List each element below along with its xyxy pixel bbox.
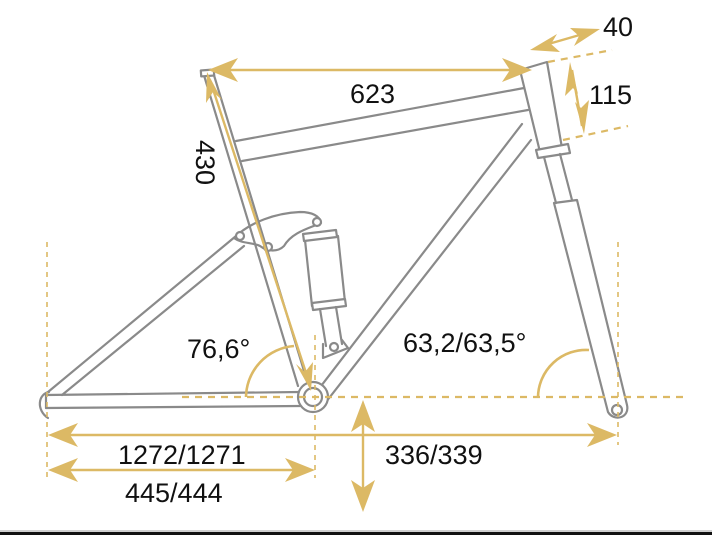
fork-leg: [552, 198, 629, 419]
rear-shock-shaft: [318, 305, 344, 348]
guide-lines: [46, 48, 685, 478]
headset-cup: [534, 142, 572, 160]
dim-bb-height: [351, 400, 375, 512]
front-axle: [610, 403, 624, 417]
head-tube-bottom-guide: [562, 124, 629, 142]
bike-frame: [38, 60, 629, 420]
bottom-rule: [0, 532, 712, 535]
head-tube: [518, 60, 564, 154]
seat-angle-arc: [244, 344, 295, 398]
seatstay: [46, 234, 246, 397]
top-tube: [234, 86, 530, 163]
top-tube-label: 623: [350, 79, 395, 109]
dim-head-tube-length: [565, 62, 589, 134]
dim-head-tube-width: [530, 28, 600, 52]
head-tube-width-label: 40: [603, 12, 633, 42]
bottom-rule-shadow: [0, 530, 712, 532]
rear-shock-body: [303, 234, 347, 308]
dim-chainstay: [48, 458, 315, 482]
seat-angle-label: 76,6°: [187, 334, 250, 364]
dim-top-tube: [208, 58, 532, 82]
head-tube-top-guide: [547, 48, 613, 64]
wheelbase-label: 1272/1271: [118, 440, 246, 470]
chainstay-label: 445/444: [125, 478, 223, 508]
dim-wheelbase: [48, 423, 617, 447]
bb-height-label: 336/339: [385, 440, 483, 470]
dim-seat-tube: [206, 72, 313, 391]
seat-tube-label: 430: [190, 140, 220, 185]
head-angle-label: 63,2/63,5°: [403, 328, 526, 358]
head-tube-length-label: 115: [589, 80, 632, 110]
fork-steerer: [542, 152, 574, 205]
rocker-link: [232, 210, 323, 252]
head-angle-arc: [536, 348, 590, 398]
down-tube: [316, 122, 533, 404]
chainstay: [44, 390, 302, 410]
